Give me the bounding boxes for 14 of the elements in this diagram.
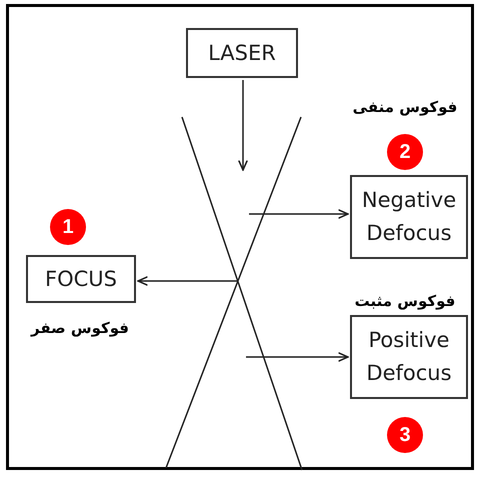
arrow <box>249 209 349 219</box>
number-badge: 3 <box>387 417 423 453</box>
label-box: Negative Defocus <box>350 175 468 259</box>
label-box: FOCUS <box>26 255 136 303</box>
persian-caption: فوکوس مثبت <box>354 291 456 312</box>
persian-caption: فوکوس صفر <box>29 318 130 339</box>
number-badge: 1 <box>50 209 86 245</box>
arrow <box>137 276 238 286</box>
label-box: LASER <box>186 28 298 78</box>
persian-caption: فوکوس منفی <box>352 97 458 118</box>
label-box: Positive Defocus <box>350 315 468 399</box>
arrow <box>238 80 248 171</box>
arrow <box>246 352 349 362</box>
number-badge: 2 <box>387 134 423 170</box>
